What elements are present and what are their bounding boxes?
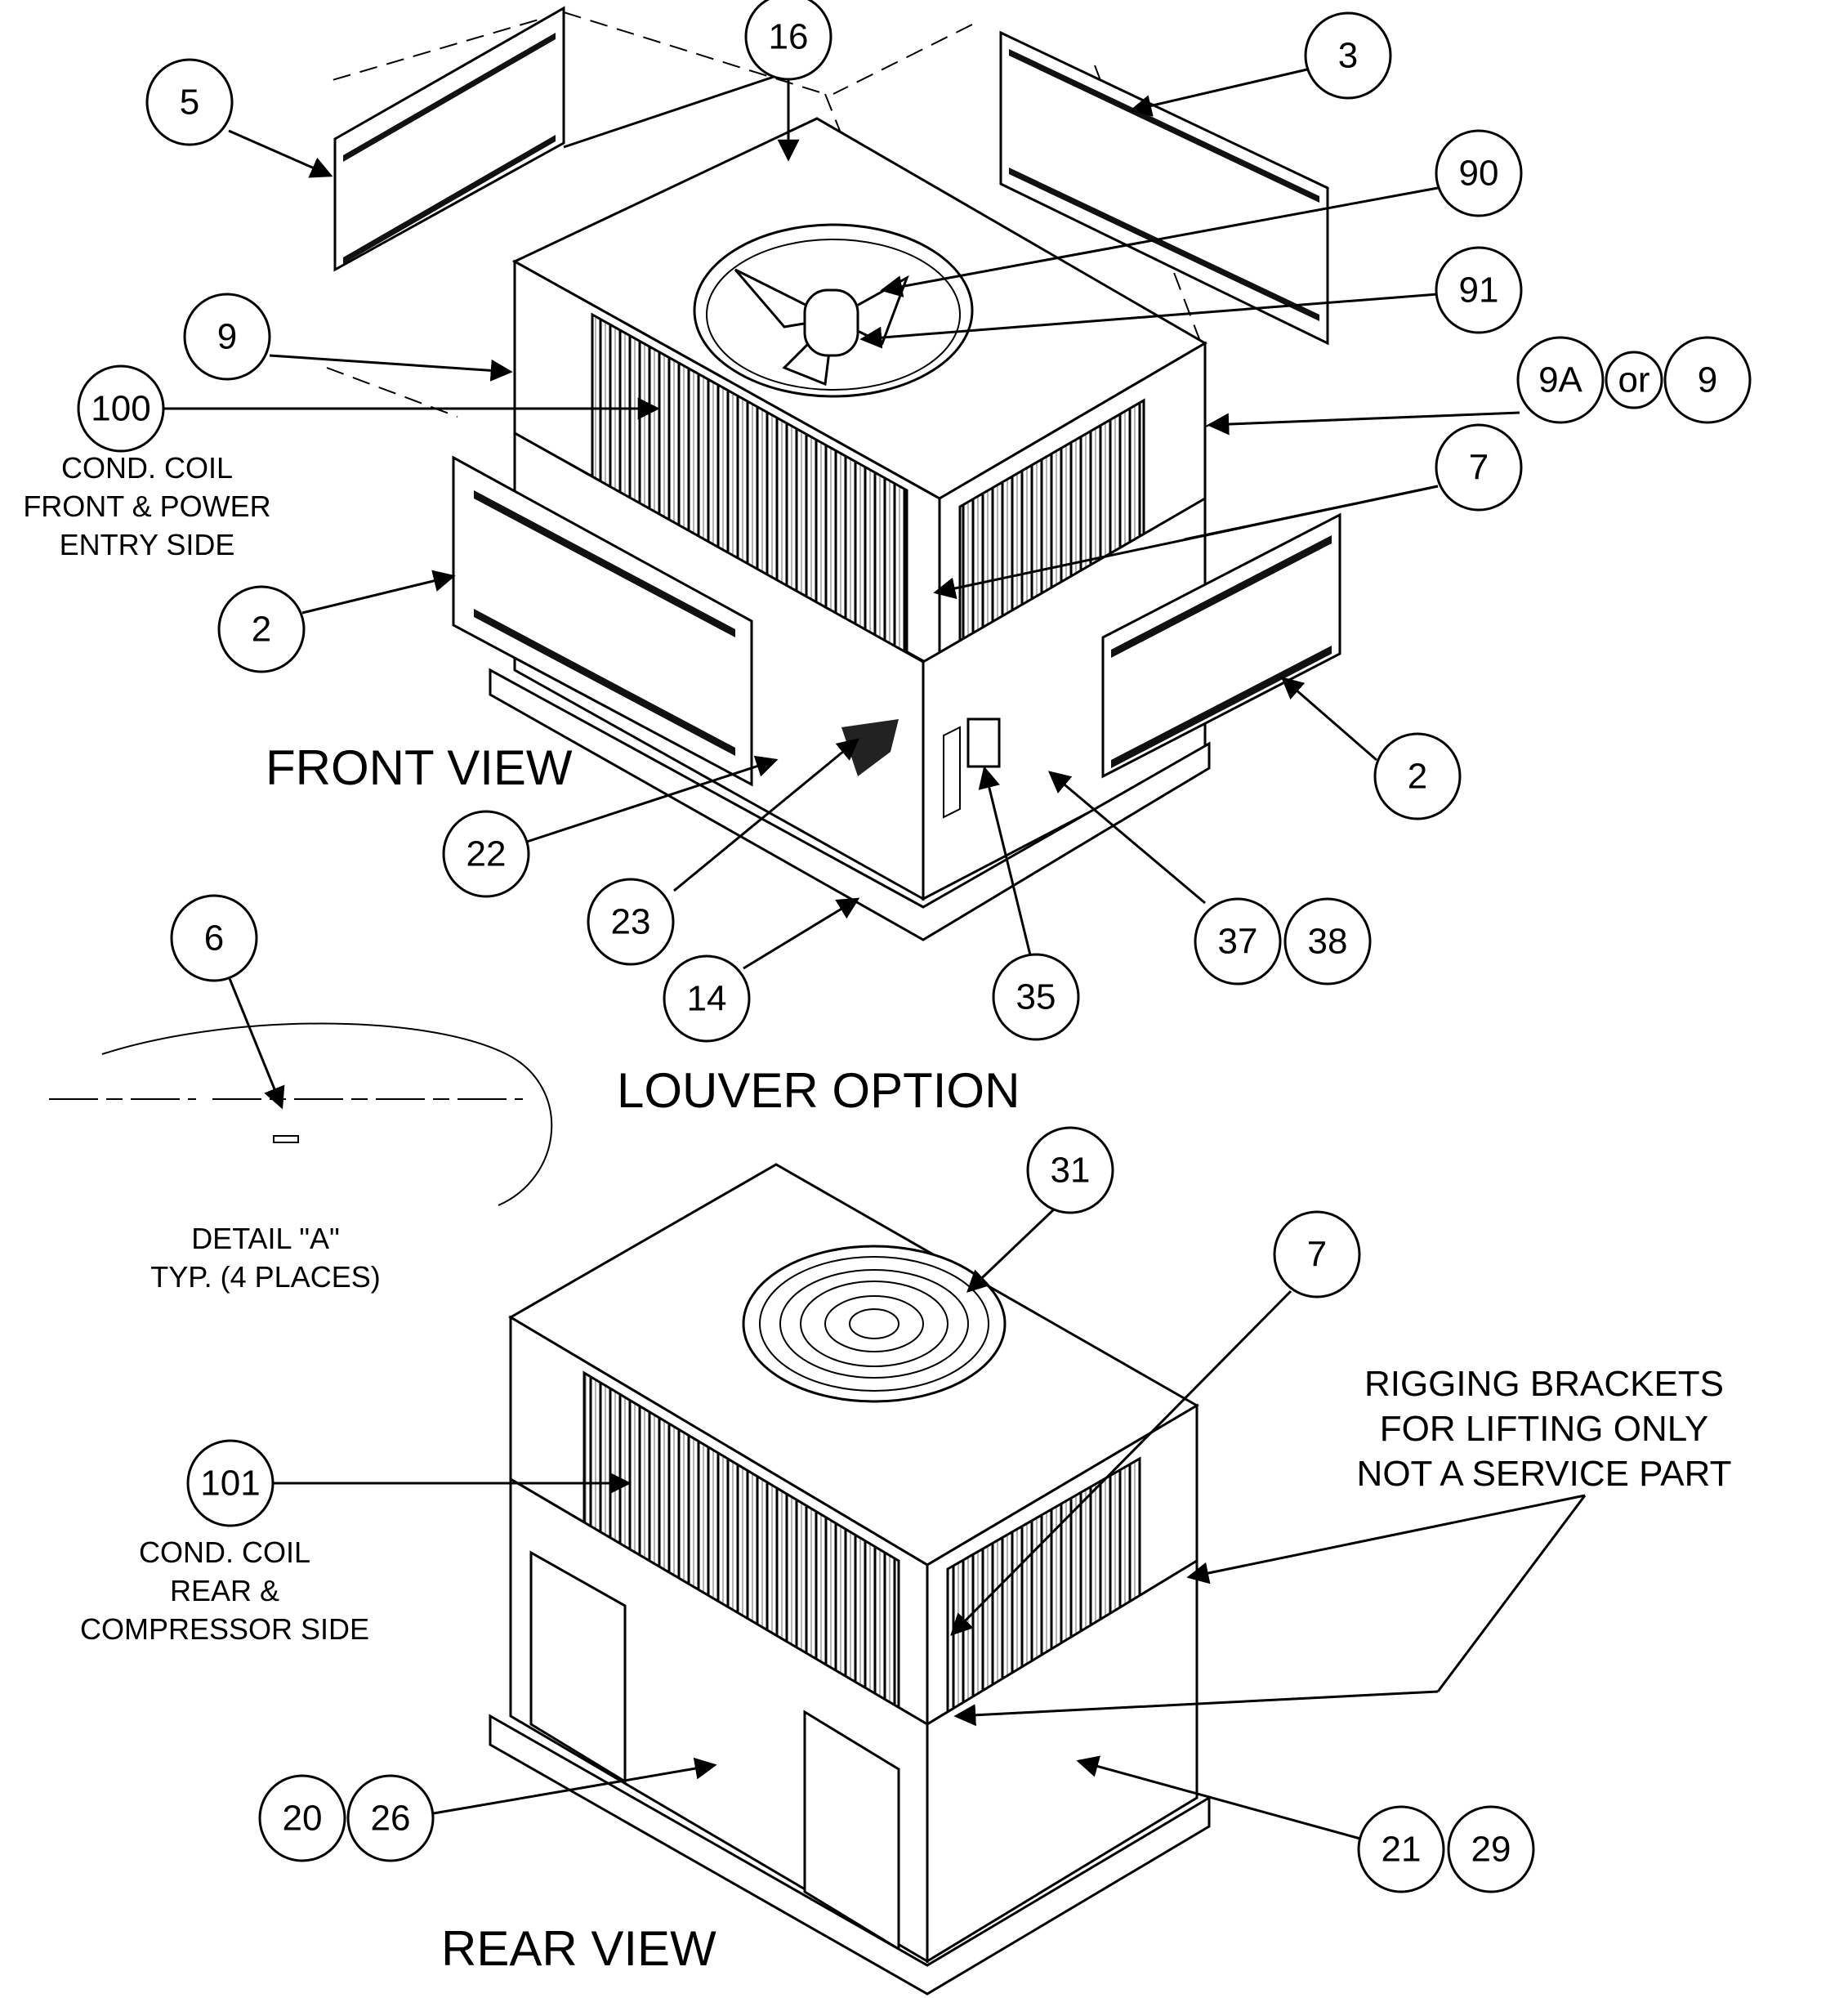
- cond-coil-rear-line-2: REAR &: [170, 1574, 279, 1607]
- callout-20-label: 20: [283, 1799, 323, 1839]
- cond-coil-rear-line-3: COMPRESSOR SIDE: [80, 1612, 369, 1646]
- callout-3-label: 3: [1338, 36, 1358, 76]
- leader-lines: [163, 68, 1587, 1840]
- callout-26: 26: [346, 1774, 435, 1862]
- control-louver: [841, 719, 899, 776]
- cond-coil-rear-line-1: COND. COIL: [139, 1535, 310, 1569]
- callout-9-right-label: 9: [1698, 360, 1717, 400]
- callout-16-label: 16: [769, 17, 809, 57]
- callout-22-label: 22: [466, 834, 507, 874]
- callout-14: 14: [663, 954, 751, 1043]
- detail-a-line-2: TYP. (4 PLACES): [150, 1260, 380, 1294]
- callout-31-label: 31: [1051, 1151, 1091, 1191]
- callout-9a: 9A: [1516, 336, 1605, 424]
- detail-a-note: DETAIL "A" TYP. (4 PLACES): [150, 1222, 380, 1294]
- callout-37-label: 37: [1218, 922, 1258, 962]
- callout-38: 38: [1283, 897, 1372, 986]
- callout-37: 37: [1194, 897, 1282, 986]
- callout-31: 31: [1026, 1126, 1114, 1214]
- callout-91-label: 91: [1459, 270, 1499, 311]
- callout-9a-label: 9A: [1538, 360, 1582, 400]
- rear-view-label: REAR VIEW: [441, 1921, 716, 1976]
- callout-6-label: 6: [204, 919, 224, 959]
- callout-101-label: 101: [200, 1464, 260, 1504]
- callout-16: 16: [744, 0, 832, 81]
- cond-coil-front-line-3: ENTRY SIDE: [60, 528, 235, 561]
- callout-2-left-label: 2: [252, 610, 271, 650]
- side-lower-panel: [926, 1558, 1199, 1964]
- callout-23-label: 23: [611, 902, 651, 942]
- rear-view-unit: [489, 1163, 1211, 1996]
- rigging-note: RIGGING BRACKETS FOR LIFTING ONLY NOT A …: [1357, 1364, 1732, 1494]
- callout-29: 29: [1447, 1805, 1535, 1893]
- callout-26-label: 26: [371, 1799, 411, 1839]
- callout-90: 90: [1435, 129, 1523, 217]
- callout-22: 22: [442, 810, 530, 898]
- detail-a: [49, 1022, 553, 1206]
- rigging-line-1: RIGGING BRACKETS: [1364, 1364, 1724, 1404]
- callout-35: 35: [992, 953, 1080, 1041]
- rigging-line-3: NOT A SERVICE PART: [1357, 1454, 1732, 1494]
- callout-7-rear-label: 7: [1307, 1235, 1327, 1275]
- callout-23: 23: [587, 878, 675, 966]
- callout-101: 101: [186, 1439, 275, 1527]
- callout-6: 6: [170, 894, 258, 982]
- callout-or-label: or: [1618, 360, 1649, 400]
- callout-7-rear: 7: [1273, 1210, 1361, 1298]
- callout-3: 3: [1304, 11, 1392, 100]
- callout-21-label: 21: [1382, 1830, 1422, 1870]
- callout-9-left-label: 9: [217, 317, 237, 357]
- cond-coil-front-line-2: FRONT & POWER: [23, 489, 270, 523]
- callout-9-left: 9: [183, 293, 271, 381]
- callout-29-label: 29: [1471, 1830, 1511, 1870]
- left-louver-panel-5: [333, 6, 565, 272]
- front-view-label: FRONT VIEW: [266, 740, 573, 795]
- callout-91: 91: [1435, 246, 1523, 334]
- cond-coil-front-note: COND. COIL FRONT & POWER ENTRY SIDE: [23, 451, 270, 561]
- rear-louver-panel-3: [999, 30, 1329, 346]
- rear-base-rail: [489, 1714, 1211, 1996]
- callout-9-right: 9: [1663, 336, 1752, 424]
- callout-100: 100: [77, 364, 165, 453]
- callout-2-right: 2: [1373, 732, 1462, 820]
- callout-7-front: 7: [1435, 423, 1523, 512]
- detail-a-line-1: DETAIL "A": [191, 1222, 340, 1255]
- fan-motor: [803, 288, 859, 357]
- base-rail: [489, 668, 1211, 941]
- rigging-line-2: FOR LIFTING ONLY: [1380, 1409, 1709, 1449]
- cond-coil-front-line-1: COND. COIL: [61, 451, 233, 485]
- callout-2-right-label: 2: [1408, 757, 1427, 797]
- callout-or: or: [1605, 351, 1663, 409]
- callout-21: 21: [1357, 1805, 1445, 1893]
- right-access-panel: [1101, 512, 1341, 779]
- callout-90-label: 90: [1459, 154, 1499, 194]
- callout-20: 20: [258, 1774, 346, 1862]
- callout-7-front-label: 7: [1469, 448, 1489, 488]
- callout-38-label: 38: [1308, 922, 1348, 962]
- callout-5: 5: [145, 58, 234, 146]
- callout-35-label: 35: [1016, 977, 1056, 1017]
- callout-2-left: 2: [217, 585, 306, 673]
- front-view-unit: [326, 6, 1341, 941]
- callout-100-label: 100: [91, 389, 150, 429]
- cond-coil-rear-note: COND. COIL REAR & COMPRESSOR SIDE: [80, 1535, 369, 1646]
- front-access-panel: [452, 455, 753, 787]
- callout-14-label: 14: [687, 979, 727, 1019]
- louver-option-label: LOUVER OPTION: [617, 1063, 1020, 1118]
- callout-5-label: 5: [180, 83, 199, 123]
